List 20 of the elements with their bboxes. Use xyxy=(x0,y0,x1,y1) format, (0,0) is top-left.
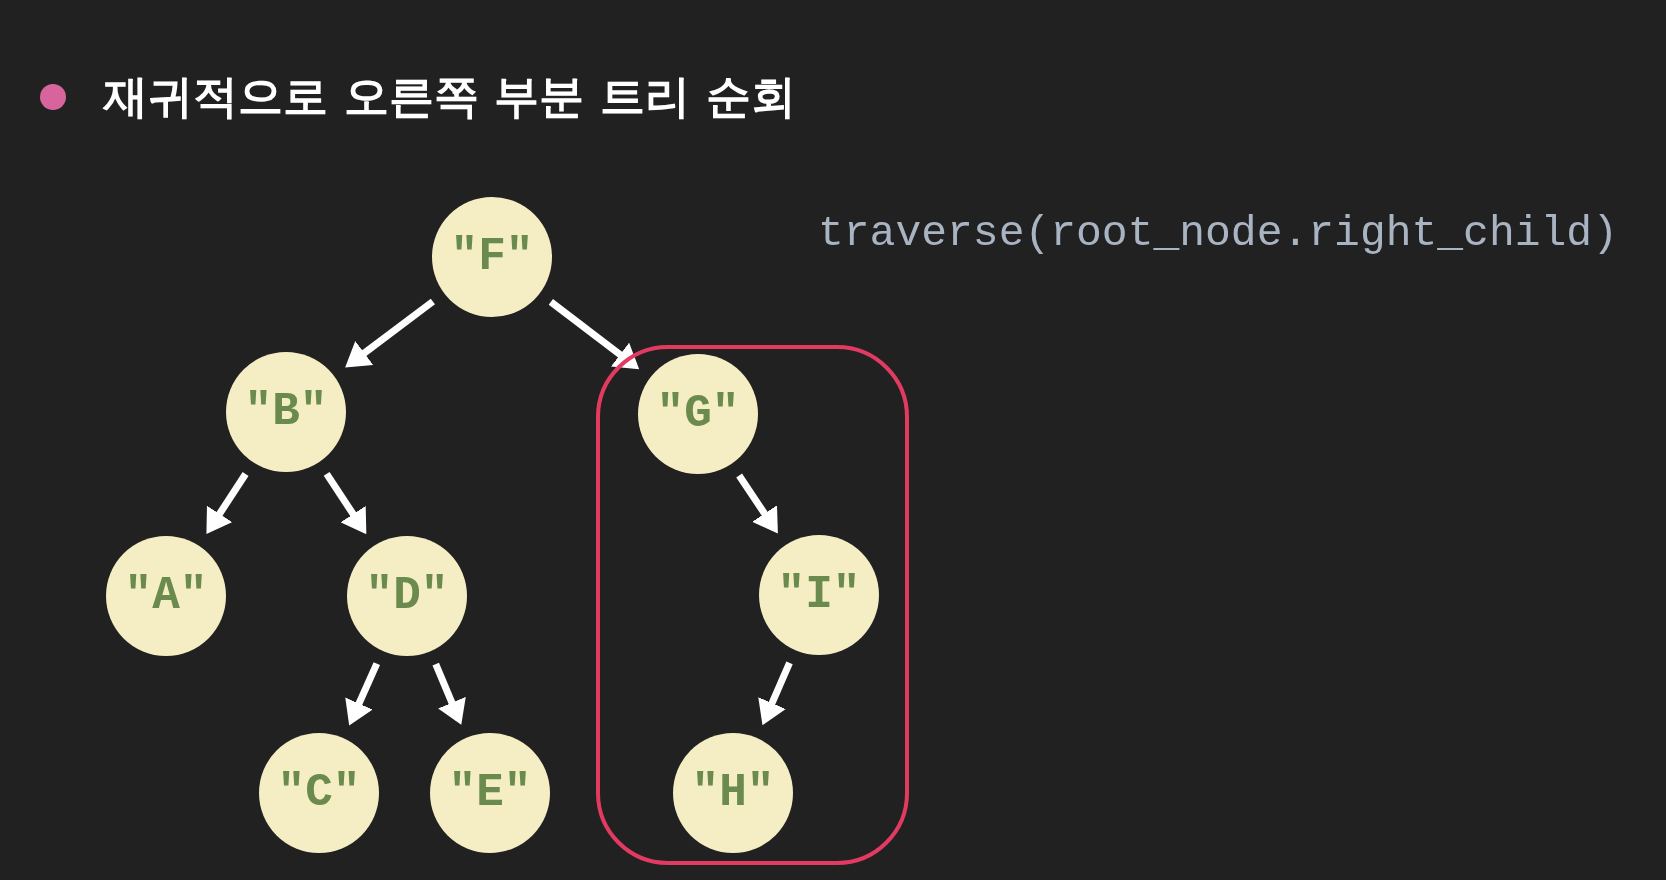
arrow xyxy=(432,662,466,725)
arrow xyxy=(736,473,778,534)
tree-node: "I" xyxy=(759,535,879,655)
arrow xyxy=(206,472,249,534)
tree-node: "G" xyxy=(638,354,758,474)
tree-node: "A" xyxy=(106,536,226,656)
tree-node: "D" xyxy=(347,536,467,656)
tree-node: "B" xyxy=(226,352,346,472)
arrow xyxy=(345,662,380,726)
arrow xyxy=(345,298,435,368)
tree-node: "E" xyxy=(430,733,550,853)
arrow xyxy=(758,661,793,726)
code-text: traverse(root_node.right_child) xyxy=(818,208,1618,260)
tree-node: "F" xyxy=(432,197,552,317)
highlight-frame xyxy=(596,345,909,865)
arrow xyxy=(323,471,367,535)
tree-node: "H" xyxy=(673,733,793,853)
tree-node: "C" xyxy=(259,733,379,853)
arrow xyxy=(548,299,640,370)
title: 재귀적으로 오른쪽 부분 트리 순회 xyxy=(103,70,796,124)
